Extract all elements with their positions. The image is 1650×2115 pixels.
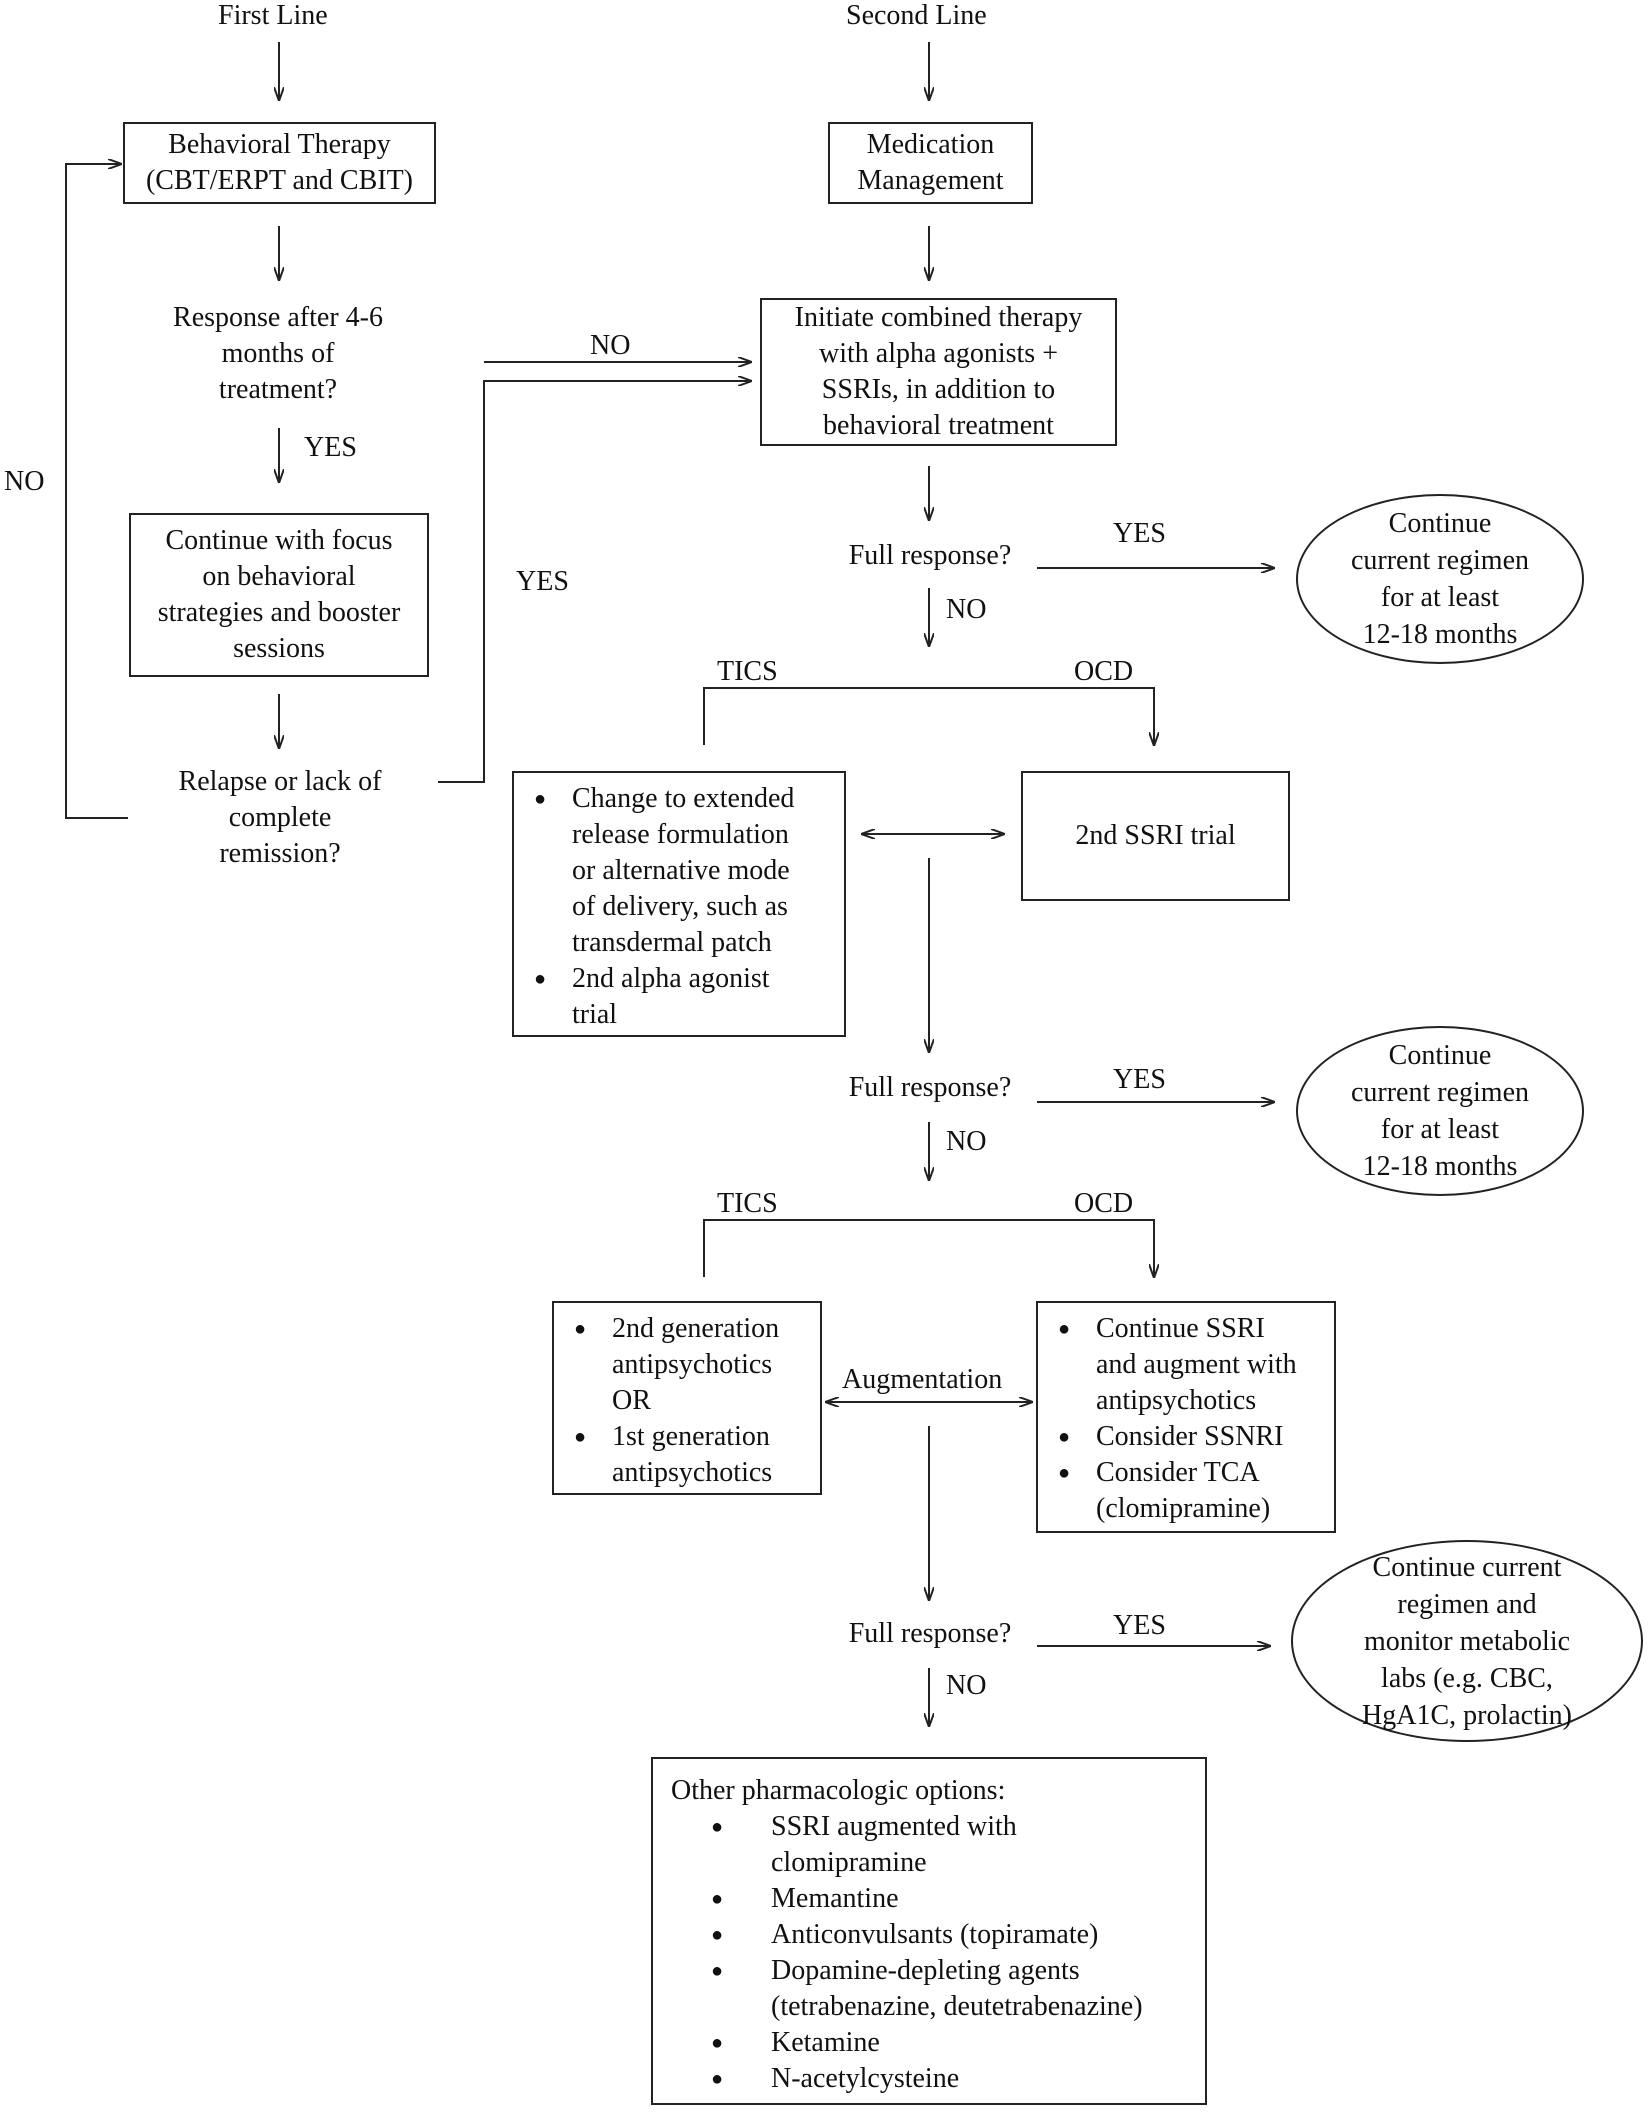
tics-option-2-first-generation: 1st generation antipsychotics [560, 1419, 816, 1491]
medication-management-box: Medication Management [828, 122, 1033, 204]
ocd-option-2-tca: Consider TCA (clomipramine) [1044, 1455, 1330, 1527]
relapse-question: Relapse or lack of complete remission? [178, 766, 382, 869]
tics-options-box-2: 2nd generation antipsychotics OR 1st gen… [552, 1301, 822, 1495]
edge-label-yes-relapse: YES [516, 566, 569, 597]
tics-option-1-extended-release: Change to extended release formulation o… [520, 781, 838, 961]
tics-option-1-alpha-agonist: 2nd alpha agonist trial [520, 961, 838, 1033]
other-option-dopamine-depleting: Dopamine-depleting agents (tetrabenazine… [671, 1953, 1197, 2025]
behavioral-therapy-box: Behavioral Therapy (CBT/ERPT and CBIT) [123, 122, 436, 204]
edge-label-no-full-3: NO [946, 1670, 987, 1701]
continue-regimen-oval-3: Continue current regimen and monitor met… [1291, 1540, 1643, 1742]
edge-label-yes-response: YES [304, 432, 357, 463]
edge-label-yes-full-2: YES [1113, 1064, 1166, 1095]
full-response-question-2: Full response? [848, 1072, 1012, 1103]
ocd-option-2-augment: Continue SSRI and augment with antipsych… [1044, 1311, 1330, 1419]
other-option-ketamine: Ketamine [671, 2025, 1197, 2061]
combined-therapy-box: Initiate combined therapy with alpha ago… [760, 298, 1117, 446]
other-option-n-acetylcysteine: N-acetylcysteine [671, 2061, 1197, 2097]
edge-label-tics-2: TICS [717, 1188, 778, 1219]
tics-option-2-second-generation: 2nd generation antipsychotics OR [560, 1311, 816, 1419]
ssri-trial-box: 2nd SSRI trial [1021, 771, 1290, 901]
edge-label-yes-full-1: YES [1113, 518, 1166, 549]
arrow-relapse-yes-to-combined [438, 381, 751, 783]
continue-regimen-oval-2: Continue current regimen for at least 12… [1296, 1026, 1584, 1196]
ocd-option-2-ssnri: Consider SSNRI [1044, 1419, 1330, 1455]
edge-label-augmentation: Augmentation [842, 1364, 1003, 1395]
ocd-options-box-2: Continue SSRI and augment with antipsych… [1036, 1301, 1336, 1533]
first-line-header: First Line [218, 0, 328, 31]
other-options-box: Other pharmacologic options: SSRI augmen… [651, 1757, 1207, 2105]
other-option-ssri-clomipramine: SSRI augmented with clomipramine [671, 1809, 1197, 1881]
continue-regimen-oval-1: Continue current regimen for at least 12… [1296, 494, 1584, 664]
second-line-header: Second Line [846, 0, 987, 31]
edge-label-ocd-1: OCD [1074, 656, 1134, 687]
edge-label-no-full-1: NO [946, 594, 987, 625]
continue-focus-box: Continue with focus on behavioral strate… [129, 513, 429, 677]
edge-label-ocd-2: OCD [1074, 1188, 1134, 1219]
tics-options-box-1: Change to extended release formulation o… [512, 771, 846, 1037]
branch-2 [703, 1219, 1154, 1277]
edge-label-no-full-2: NO [946, 1126, 987, 1157]
other-option-anticonvulsants: Anticonvulsants (topiramate) [671, 1917, 1197, 1953]
edge-label-no-to-combined: NO [590, 330, 631, 361]
edge-label-yes-full-3: YES [1113, 1610, 1166, 1641]
edge-label-no-loop: NO [4, 466, 45, 497]
other-options-title: Other pharmacologic options: [671, 1775, 1006, 1806]
full-response-question-3: Full response? [848, 1618, 1012, 1649]
loop-relapse-to-behavioral [65, 164, 128, 819]
branch-1 [703, 687, 1154, 745]
full-response-question-1: Full response? [848, 540, 1012, 571]
other-option-memantine: Memantine [671, 1881, 1197, 1917]
edge-label-tics-1: TICS [717, 656, 778, 687]
response-question: Response after 4-6 months of treatment? [173, 302, 383, 405]
